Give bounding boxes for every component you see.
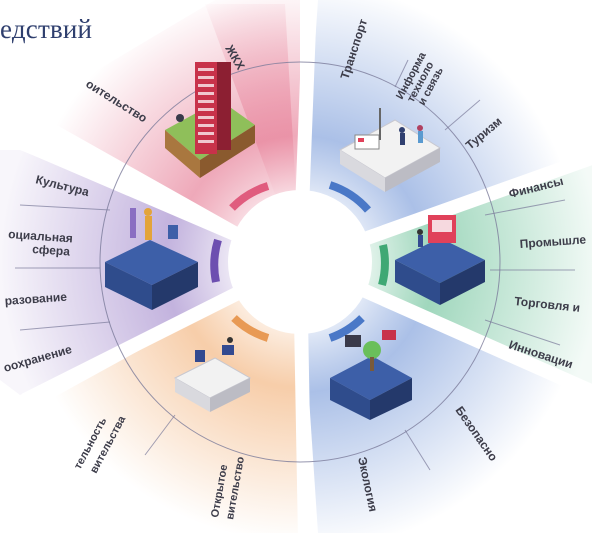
finance-illustration bbox=[395, 215, 485, 305]
sector-blue-bottom bbox=[300, 262, 592, 533]
label-obrazovanie: разование bbox=[4, 290, 67, 308]
label-torgovlya: Торговля и bbox=[514, 294, 581, 315]
label-soc-2: сфера bbox=[32, 242, 71, 259]
culture-illustration bbox=[105, 208, 198, 310]
inner-arcs bbox=[210, 181, 389, 342]
government-illustration bbox=[173, 337, 252, 412]
sector-blue bbox=[300, 0, 592, 262]
label-soc-1: оциальная bbox=[8, 227, 74, 245]
sub-dividers bbox=[15, 59, 575, 471]
center-disc bbox=[228, 190, 372, 334]
outer-ring bbox=[99, 61, 501, 463]
page-title: едствий bbox=[0, 14, 93, 44]
transport-illustration bbox=[339, 108, 441, 192]
sector-orange bbox=[40, 262, 300, 533]
tower-illustration bbox=[165, 62, 255, 178]
label-promyshl: Промышле bbox=[519, 232, 587, 251]
ecology-illustration bbox=[330, 330, 412, 420]
